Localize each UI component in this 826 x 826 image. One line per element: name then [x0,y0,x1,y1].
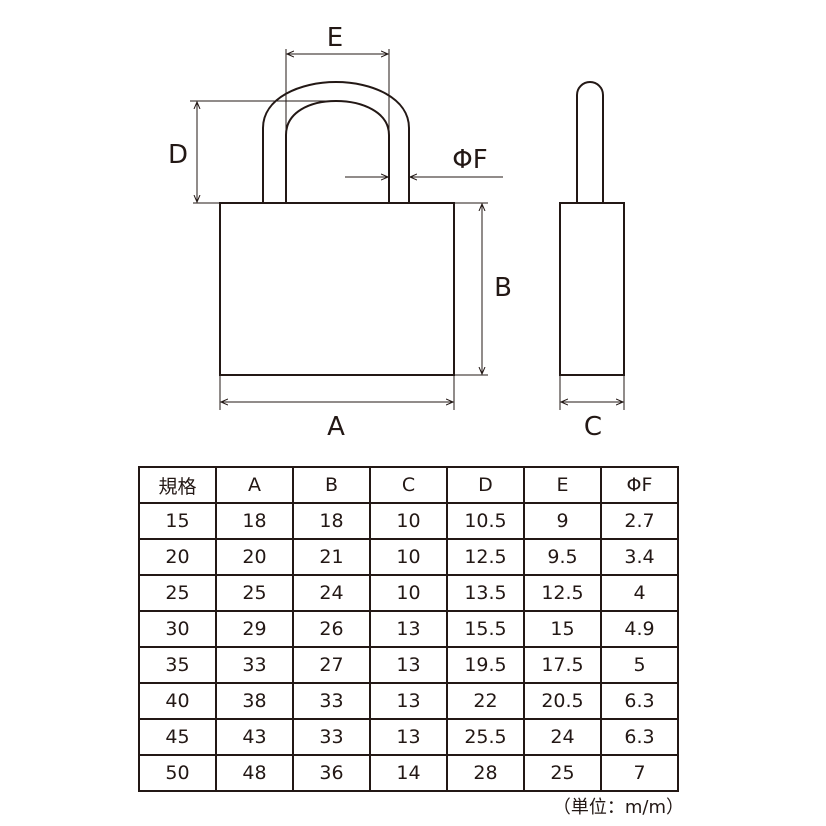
table-cell: 15.5 [446,610,525,648]
table-cell: 18 [292,502,371,540]
table-cell: 48 [215,754,294,792]
table-cell: 7 [600,754,679,792]
lock-body-side [559,202,625,376]
table-cell: 3.4 [600,538,679,576]
table-cell: 10 [369,574,448,612]
table-cell: 33 [292,682,371,720]
table-cell: 10 [369,538,448,576]
table-cell: 35 [138,646,217,684]
table-cell: 10.5 [446,502,525,540]
table-cell: 45 [138,718,217,756]
table-cell: 6.3 [600,718,679,756]
table-cell: 33 [215,646,294,684]
table-cell: 13 [369,610,448,648]
label-a: A [327,412,345,442]
table-cell: 13 [369,682,448,720]
table-cell: 20.5 [523,682,602,720]
table-cell: 12.5 [523,574,602,612]
table-cell: 13 [369,718,448,756]
table-cell: C [369,466,448,504]
table-cell: 29 [215,610,294,648]
table-cell: 25 [523,754,602,792]
table-cell: 5 [600,646,679,684]
table-cell: 9 [523,502,602,540]
table-cell: 規格 [138,466,217,504]
table-cell: 6.3 [600,682,679,720]
table-cell: 22 [446,682,525,720]
table-cell: 14 [369,754,448,792]
table-cell: 20 [215,538,294,576]
label-d: D [167,140,189,170]
table-cell: 21 [292,538,371,576]
table-cell: D [446,466,525,504]
table-cell: 19.5 [446,646,525,684]
table-cell: 24 [292,574,371,612]
table-cell: 28 [446,754,525,792]
table-cell: A [215,466,294,504]
table-cell: 26 [292,610,371,648]
label-f: ΦF [452,145,488,175]
table-cell: 13.5 [446,574,525,612]
label-c: C [583,412,603,442]
table-cell: 27 [292,646,371,684]
table-cell: 24 [523,718,602,756]
table-cell: B [292,466,371,504]
table-cell: 10 [369,502,448,540]
table-cell: 9.5 [523,538,602,576]
table-cell: 25.5 [446,718,525,756]
table-cell: 36 [292,754,371,792]
table-cell: 2.7 [600,502,679,540]
table-cell: ΦF [600,466,679,504]
table-cell: 20 [138,538,217,576]
table-cell: 25 [138,574,217,612]
table-cell: 18 [215,502,294,540]
padlock-dimension-drawing [190,49,625,410]
table-cell: 33 [292,718,371,756]
table-cell: 15 [138,502,217,540]
table-cell: 40 [138,682,217,720]
table-cell: E [523,466,602,504]
table-cell: 4 [600,574,679,612]
table-cell: 15 [523,610,602,648]
shackle-side [576,81,604,203]
table-cell: 12.5 [446,538,525,576]
table-cell: 17.5 [523,646,602,684]
table-cell: 50 [138,754,217,792]
label-b: B [494,273,512,303]
shackle-front [262,80,410,203]
table-cell: 43 [215,718,294,756]
unit-note: （単位：m/m） [552,797,684,818]
table-cell: 25 [215,574,294,612]
lock-body-front [219,202,455,376]
table-cell: 13 [369,646,448,684]
label-e: E [326,23,344,53]
table-cell: 30 [138,610,217,648]
table-cell: 38 [215,682,294,720]
table-cell: 4.9 [600,610,679,648]
